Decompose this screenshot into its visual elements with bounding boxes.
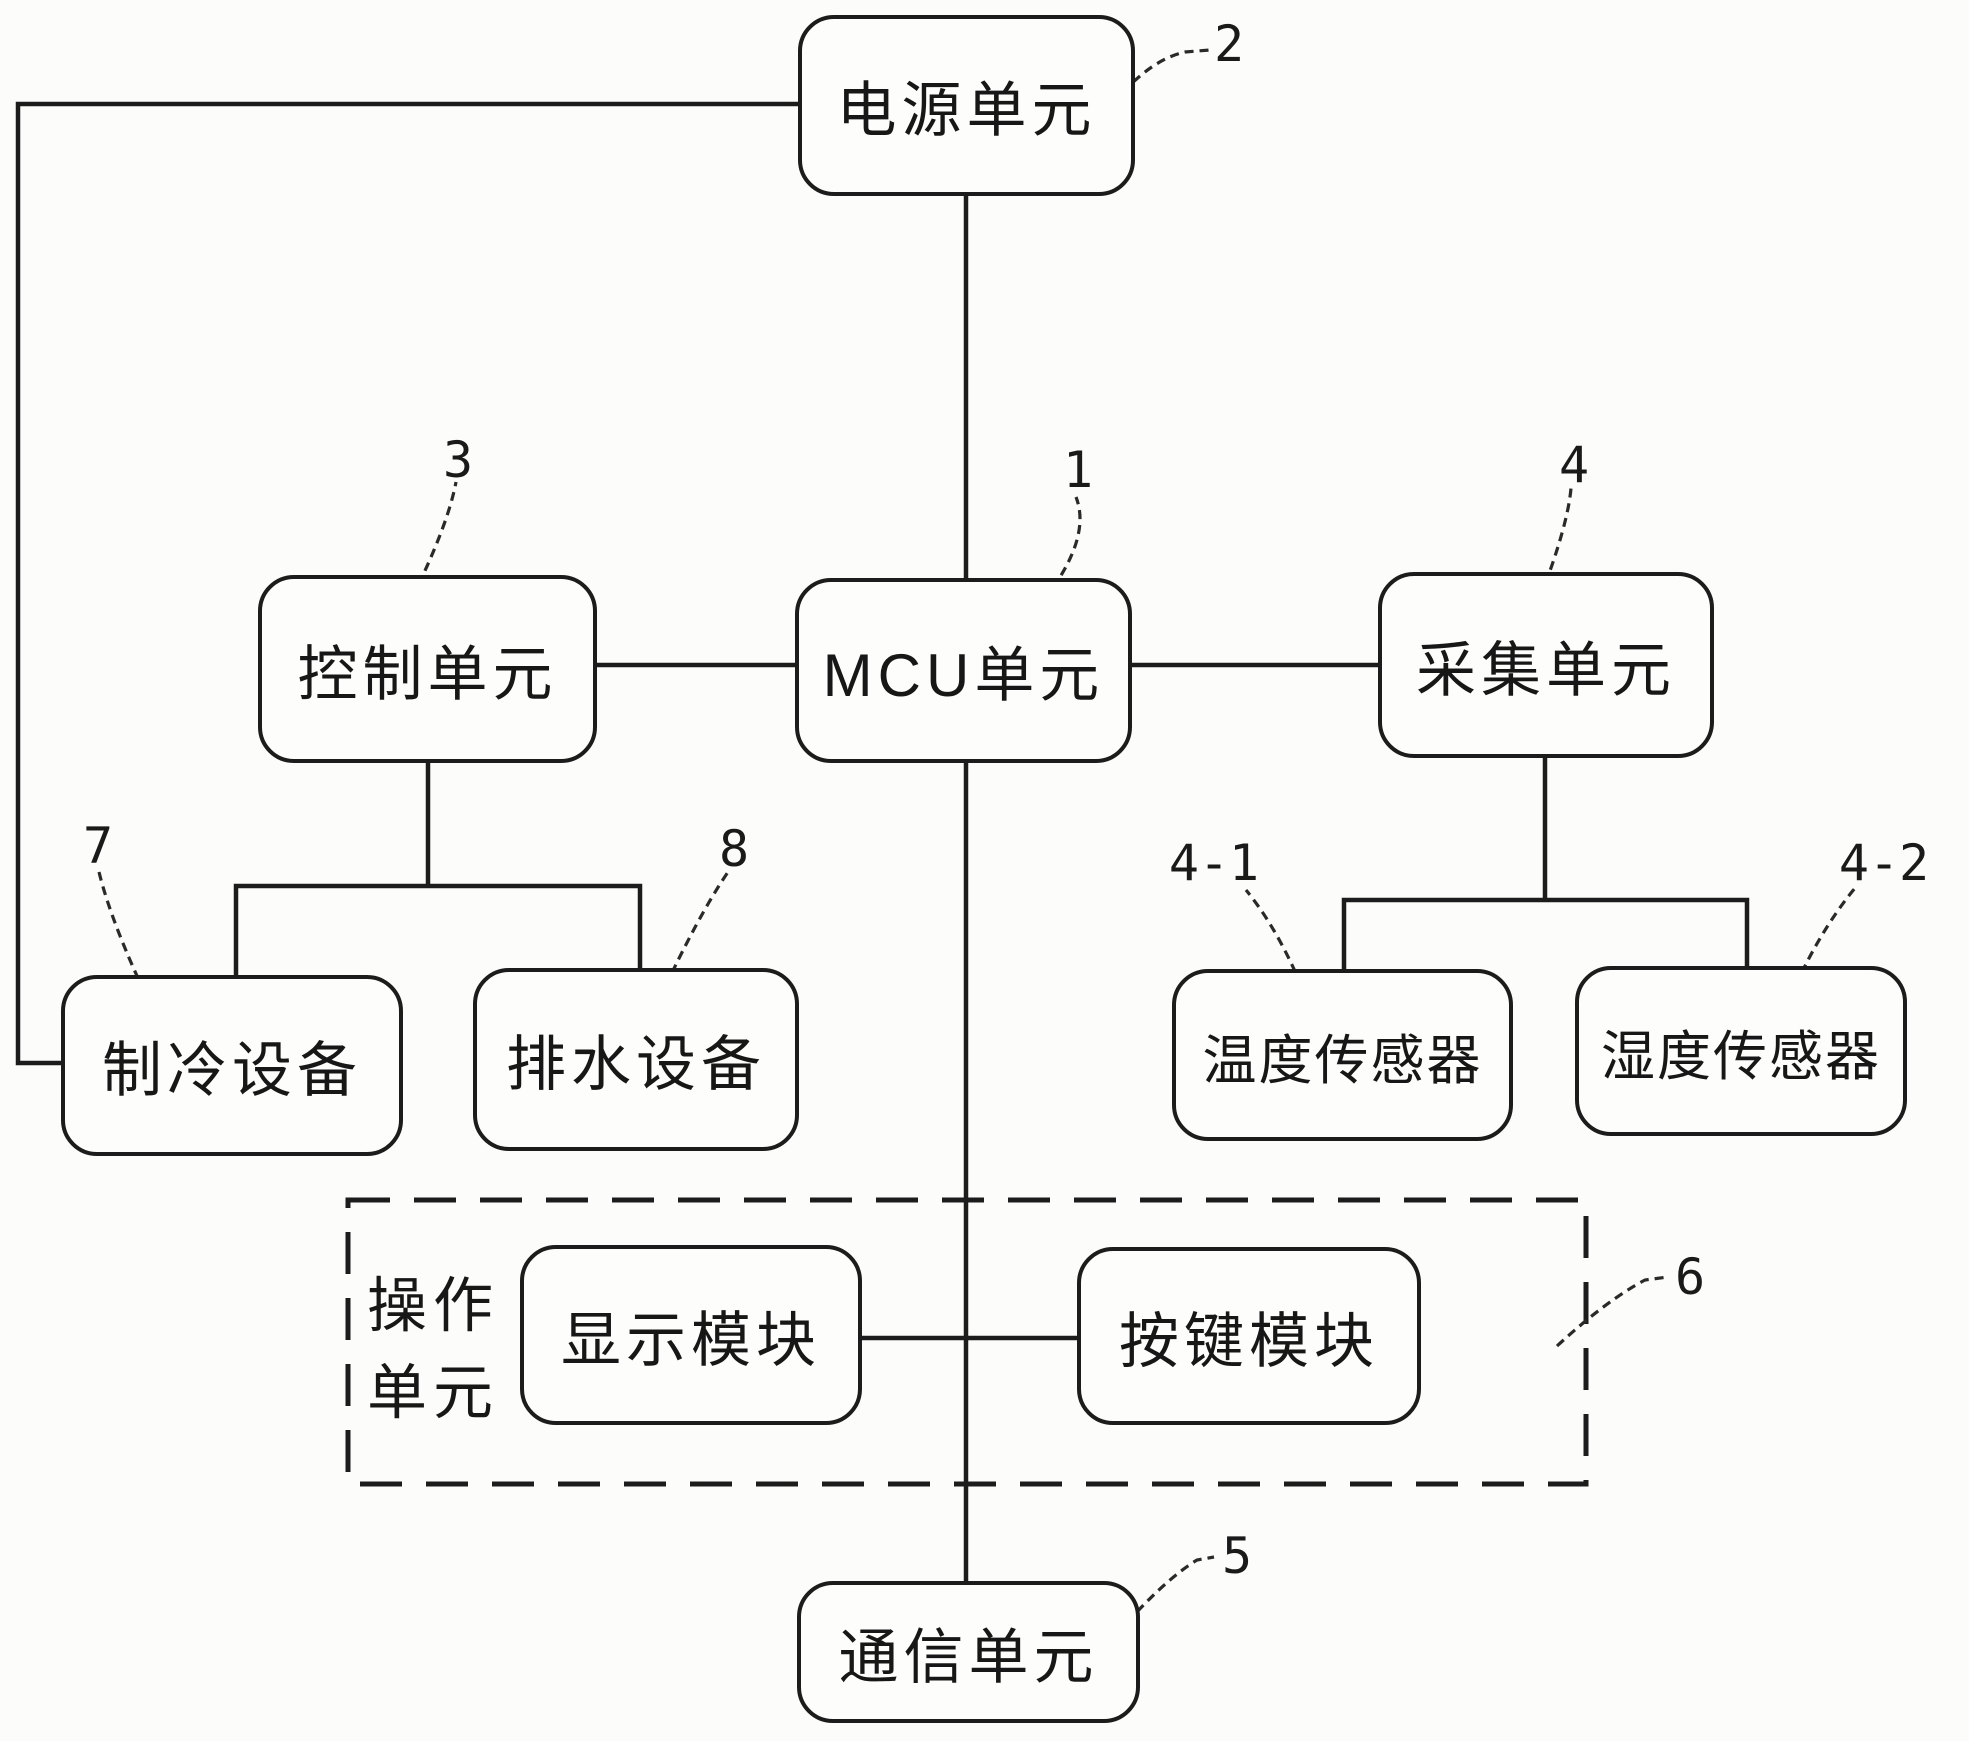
- ref-label-4: 4: [1558, 436, 1590, 494]
- temperature-sensor-label: 温度传感器: [1202, 1030, 1483, 1091]
- ref-label-6: 6: [1674, 1248, 1706, 1306]
- ref-label-3: 3: [442, 431, 474, 489]
- display-module-label: 显示模块: [561, 1306, 821, 1374]
- collection-unit-label: 采集单元: [1416, 636, 1676, 704]
- display-module-box: 显示模块: [520, 1245, 862, 1425]
- control-unit-box: 控制单元: [258, 575, 597, 763]
- mcu-unit-label: MCU单元: [822, 642, 1105, 709]
- collection-unit-box: 采集单元: [1378, 572, 1714, 758]
- ref-label-8: 8: [718, 820, 750, 878]
- humidity-sensor-label: 湿度传感器: [1601, 1026, 1881, 1087]
- ref-label-2: 2: [1213, 15, 1245, 73]
- wire-control-branch: [233, 883, 643, 977]
- ref-label-5: 5: [1221, 1527, 1253, 1585]
- drainage-device-box: 排水设备: [473, 968, 799, 1151]
- humidity-sensor-box: 湿度传感器: [1575, 966, 1907, 1136]
- wire-power-left-rail: [15, 101, 800, 1066]
- communication-unit-box: 通信单元: [797, 1581, 1140, 1723]
- cooling-device-label: 制冷设备: [102, 1037, 362, 1104]
- operation-group-label-line1: 操作: [367, 1272, 499, 1340]
- drainage-device-label: 排水设备: [506, 1031, 766, 1098]
- wire-collect-branch: [1341, 897, 1750, 971]
- communication-unit-label: 通信单元: [838, 1623, 1099, 1691]
- operation-group-label-line2: 单元: [367, 1359, 499, 1427]
- power-unit-label: 电源单元: [836, 77, 1097, 144]
- power-unit-box: 电源单元: [798, 15, 1135, 196]
- leader-ref-6: [1555, 1275, 1669, 1348]
- control-unit-label: 控制单元: [297, 640, 558, 708]
- ref-label-4-2: 4-2: [1838, 834, 1930, 892]
- operation-group-dashed-border: [345, 1197, 1589, 1487]
- ref-label-1: 1: [1062, 441, 1094, 499]
- key-module-box: 按键模块: [1077, 1247, 1421, 1425]
- mcu-unit-box: MCU单元: [795, 578, 1132, 763]
- key-module-label: 按键模块: [1119, 1307, 1379, 1375]
- ref-label-7: 7: [82, 817, 114, 875]
- cooling-device-box: 制冷设备: [61, 975, 403, 1156]
- temperature-sensor-box: 温度传感器: [1172, 969, 1513, 1141]
- ref-label-4-1: 4-1: [1168, 834, 1260, 892]
